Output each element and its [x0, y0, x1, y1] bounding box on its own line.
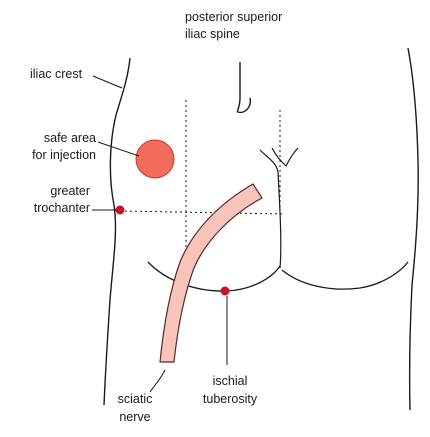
iliac-crest-label: iliac crest: [30, 67, 82, 82]
left-body-outline: [104, 58, 130, 405]
psis-label-line1: posterior superior: [185, 10, 282, 25]
greater-trochanter-dot: [116, 206, 125, 215]
psis-landmark: [237, 62, 250, 112]
ischial-tuberosity-label-line1: ischial: [185, 374, 275, 389]
sciatic-nerve: [160, 184, 262, 362]
psis-label-line2: iliac spine: [185, 27, 240, 42]
natal-cleft: [260, 150, 281, 268]
iliac-crest-leader: [93, 76, 122, 88]
greater-trochanter-label-line1: greater: [20, 184, 90, 199]
left-gluteal-fold: [148, 262, 280, 291]
safe-area-label-line2: for injection: [10, 148, 96, 163]
ischial-tuberosity-label-line2: tuberosity: [185, 392, 275, 407]
safe-area-leader: [98, 142, 139, 156]
right-body-outline: [408, 48, 418, 410]
safe-area-label-line1: safe area: [20, 131, 96, 146]
horizontal-dashed-line: [120, 211, 282, 214]
sacral-curve: [272, 148, 298, 166]
sciatic-nerve-leader: [150, 370, 165, 392]
sciatic-nerve-label-line2: nerve: [100, 410, 170, 425]
right-gluteal-fold: [282, 262, 408, 289]
sciatic-nerve-label-line1: sciatic: [100, 392, 170, 407]
greater-trochanter-label-line2: trochanter: [10, 201, 90, 216]
ischial-tuberosity-dot: [221, 287, 230, 296]
safe-area-circle: [136, 140, 174, 178]
